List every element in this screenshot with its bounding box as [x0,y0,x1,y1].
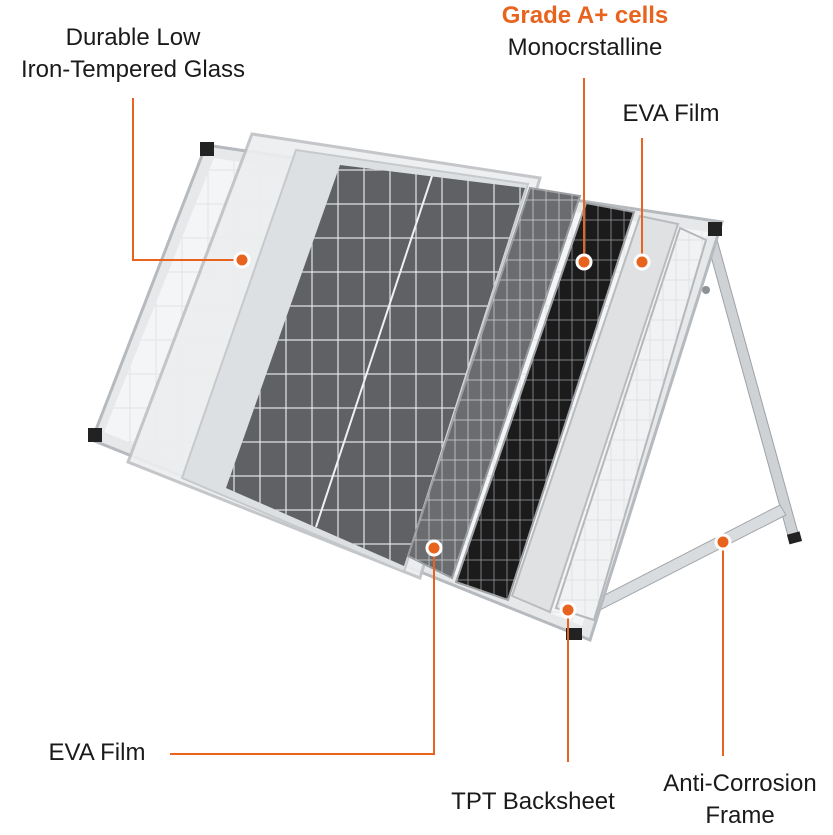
tpt-backsheet-layer [554,226,708,622]
frame-label-line2: Frame [705,802,775,829]
glass-label-line1: Durable Low [65,24,201,51]
eva-film-top-label: EVA Film [622,100,720,127]
cells-label: Grade A+ cells Monocrstalline [470,0,700,64]
frame-callout-dot [714,533,732,551]
eva-film-bottom-label: EVA Film [48,739,146,766]
cells-callout-dot [575,253,593,271]
cell-panel-gray [406,186,582,580]
glass-label: Durable Low Iron-Tempered Glass [0,22,266,86]
glass-leader-line [132,98,242,261]
eva-film-rear-layer [510,214,680,614]
monocrystalline-cells-layer [454,201,636,602]
eva-top-callout-dot [633,253,651,271]
eva-bottom-callout-dot [425,539,443,557]
frame-label-line1: Anti-Corrosion [663,770,817,797]
cells-type-label: Monocrstalline [507,34,663,61]
cell-panel-front [226,165,525,566]
cells-grade-label: Grade A+ cells [501,2,669,29]
tpt-backsheet-label: TPT Backsheet [451,788,615,815]
glass-label-line2: Iron-Tempered Glass [20,56,246,83]
frame-label: Anti-Corrosion Frame [648,768,832,832]
backsheet-callout-dot [559,601,577,619]
glass-callout-dot [233,251,251,269]
eva-bottom-leader-line [170,548,435,755]
